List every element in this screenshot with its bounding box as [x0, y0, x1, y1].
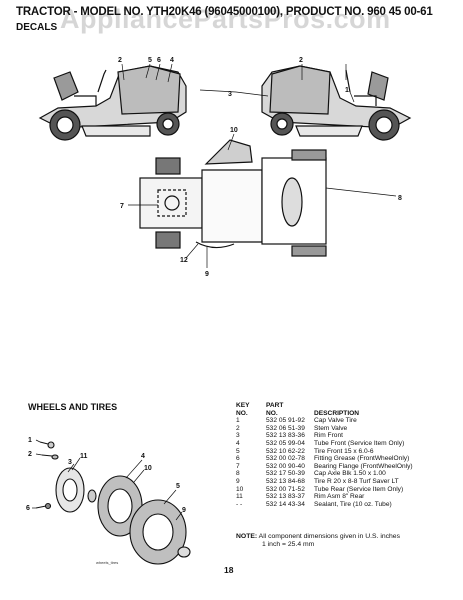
wheel-callout-4: 4	[141, 453, 145, 460]
wheels-tires-heading: WHEELS AND TIRES	[28, 402, 118, 412]
tractor-right-illustration	[261, 65, 412, 141]
wheel-callout-1: 1	[28, 437, 32, 444]
description-cell: Tire Front 15 x 6.0-6	[314, 447, 374, 455]
table-row: 4 532 05 99-04 Tube Front (Service Item On…	[236, 440, 454, 448]
description-cell: Bearing Flange (FrontWheelOnly)	[314, 462, 413, 470]
description-cell: Rim Front	[314, 432, 343, 440]
table-row: 2 532 06 51-39 Stem Valve	[236, 425, 454, 433]
description-cell: Stem Valve	[314, 424, 348, 432]
part-no-cell: 532 05 99-04	[266, 439, 305, 447]
wheel-callout-3: 3	[68, 459, 72, 466]
key-no-cell: - -	[236, 500, 243, 508]
part-no-cell: 532 13 83-37	[266, 493, 305, 501]
part-no-cell: 532 00 90-40	[266, 462, 305, 470]
key-no-cell: 6	[236, 455, 240, 463]
tractor-top-view-illustration	[139, 139, 327, 257]
page-number: 18	[224, 565, 234, 575]
part-no-cell: 532 00 02-78	[266, 455, 305, 463]
callout-5: 5	[148, 57, 152, 64]
note-line-1: All component dimensions given in U.S. i…	[258, 533, 400, 540]
part-no-cell: 532 06 51-39	[266, 424, 305, 432]
description-cell: Cap Valve Tire	[314, 417, 357, 425]
callout-3: 3	[228, 91, 232, 98]
key-no-cell: 4	[236, 439, 240, 447]
header-part-no: NO.	[266, 409, 278, 417]
description-cell: Fitting Grease (FrontWheelOnly)	[314, 455, 410, 463]
key-no-cell: 3	[236, 432, 240, 440]
page-title: TRACTOR - MODEL NO. YTH20K46 (9604500010…	[16, 6, 433, 18]
table-row: 9 532 13 84-68 Tire R 20 x 8-8 Turf Saver …	[236, 478, 454, 486]
key-no-cell: 2	[236, 424, 240, 432]
wheel-callout-9: 9	[182, 507, 186, 514]
tractor-left-illustration	[38, 65, 187, 141]
table-row: 3 532 13 83-36 Rim Front	[236, 432, 454, 440]
callout-7: 7	[120, 203, 124, 210]
callout-2-left: 2	[118, 57, 122, 64]
description-cell: Cap Axle Blk 1.50 x 1.00	[314, 470, 386, 478]
key-no-cell: 8	[236, 470, 240, 478]
note-label: NOTE:	[236, 533, 258, 540]
key-no-cell: 1	[236, 417, 240, 425]
table-row: 7 532 00 90-40 Bearing Flange (FrontWheelO…	[236, 463, 454, 471]
description-cell: Tube Front (Service Item Only)	[314, 439, 405, 447]
part-no-cell: 532 10 62-22	[266, 447, 305, 455]
description-cell: Sealant, Tire (10 oz. Tube)	[314, 500, 392, 508]
part-no-cell: 532 00 71-52	[266, 485, 305, 493]
key-no-cell: 9	[236, 477, 240, 485]
wheel-callout-10: 10	[144, 465, 152, 472]
header-key-no: NO.	[236, 409, 248, 417]
key-no-cell: 11	[236, 493, 243, 501]
callout-1: 1	[345, 87, 349, 94]
note-line-2: 1 inch = 25.4 mm	[262, 541, 315, 548]
callout-12: 12	[180, 257, 188, 264]
table-row: 1 532 05 91-92 Cap Valve Tire	[236, 417, 454, 425]
header-key: KEY	[236, 402, 250, 409]
callout-6: 6	[157, 57, 161, 64]
callout-4: 4	[170, 57, 174, 64]
header-description: DESCRIPTION	[314, 409, 360, 417]
callout-8: 8	[398, 195, 402, 202]
callout-10: 10	[230, 127, 238, 134]
key-no-cell: 10	[236, 485, 244, 493]
wheel-callout-11: 11	[80, 453, 88, 460]
part-no-cell: 532 13 84-68	[266, 477, 305, 485]
wheel-callout-2: 2	[28, 451, 32, 458]
dimension-note: NOTE: All component dimensions given in …	[236, 533, 400, 549]
header-part: PART	[266, 402, 284, 409]
table-row: - - 532 14 43-34 Sealant, Tire (10 oz. Tub…	[236, 501, 454, 509]
key-no-cell: 7	[236, 462, 240, 470]
wheel-callout-5: 5	[176, 483, 180, 490]
table-row: 10 532 00 71-52 Tube Rear (Service Item On…	[236, 486, 454, 494]
wheel-callout-6: 6	[26, 505, 30, 512]
diagram-caption: wheels_tires	[96, 560, 119, 565]
part-no-cell: 532 05 91-92	[266, 417, 305, 425]
table-row: 8 532 17 50-39 Cap Axle Blk 1.50 x 1.00	[236, 470, 454, 478]
part-no-cell: 532 14 43-34	[266, 500, 305, 508]
parts-table: KEY PART NO. NO. DESCRIPTION 1 532 05 91-…	[236, 402, 454, 508]
key-no-cell: 5	[236, 447, 240, 455]
part-no-cell: 532 17 50-39	[266, 470, 305, 478]
description-cell: Rim Asm 8" Rear	[314, 493, 365, 501]
description-cell: Tube Rear (Service Item Only)	[314, 485, 404, 493]
section-subtitle: DECALS	[16, 22, 58, 33]
description-cell: Tire R 20 x 8-8 Turf Saver LT	[314, 477, 399, 485]
parts-table-header-row: KEY PART	[236, 402, 454, 410]
table-row: 5 532 10 62-22 Tire Front 15 x 6.0-6	[236, 448, 454, 456]
parts-table-header-row-2: NO. NO. DESCRIPTION	[236, 410, 454, 418]
wheels-tires-diagram: 1 2 11 3 6 4 10 5 9	[26, 437, 191, 565]
parts-table-body: 1 532 05 91-92 Cap Valve Tire 2 532 06 51-39…	[236, 417, 454, 508]
callout-9: 9	[205, 271, 209, 278]
decals-diagram: 2 5 6 4 3 2 1 10 7 8 12 9	[38, 57, 412, 278]
watermark: AppliancePartsPros.com	[60, 4, 391, 34]
part-no-cell: 532 13 83-36	[266, 432, 305, 440]
table-row: 6 532 00 02-78 Fitting Grease (FrontWheelO…	[236, 455, 454, 463]
callout-2-right: 2	[299, 57, 303, 64]
table-row: 11 532 13 83-37 Rim Asm 8" Rear	[236, 493, 454, 501]
